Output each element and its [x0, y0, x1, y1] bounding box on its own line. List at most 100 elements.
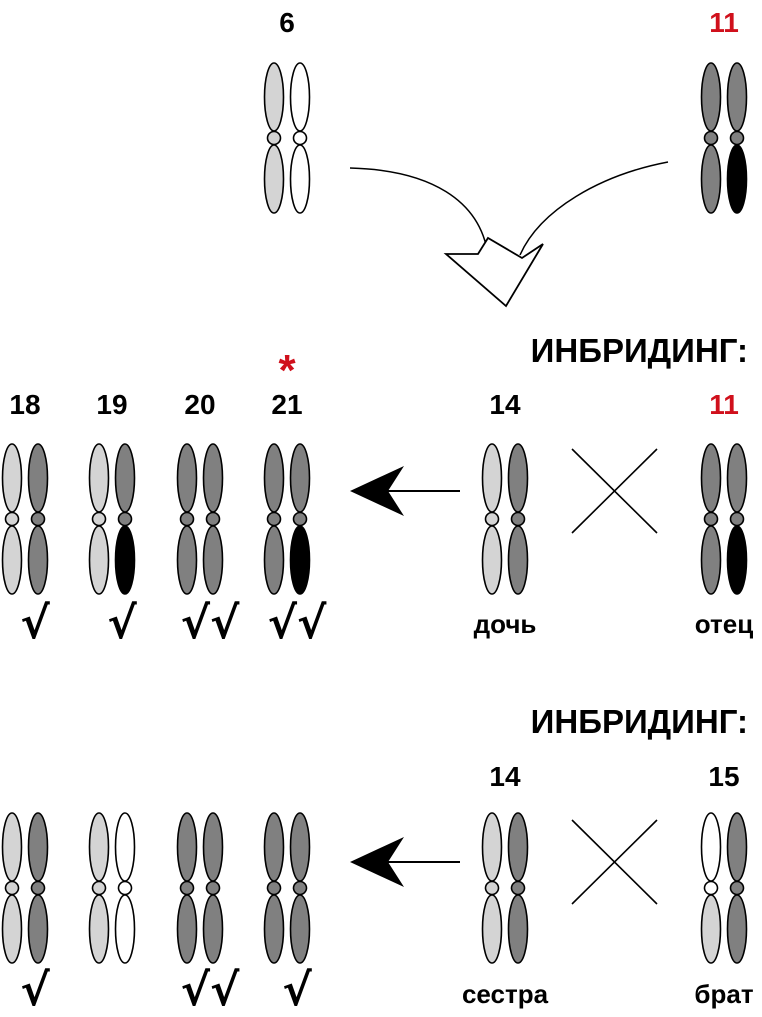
- chromosome-arm-bottom: [726, 144, 748, 214]
- chromosome-arm-bottom: [507, 525, 529, 595]
- result-arrow-1: [350, 466, 460, 516]
- centromere: [266, 511, 282, 527]
- chromosome-arm-bottom: [27, 525, 49, 595]
- chromosome-left: [1, 443, 23, 595]
- centromere: [30, 880, 46, 896]
- centromere: [266, 130, 282, 146]
- chromosome-left: [263, 443, 285, 595]
- cross-sign-1: [571, 448, 658, 534]
- chromosome-arm-top: [202, 812, 224, 882]
- offspring-number-18: 18: [9, 389, 40, 420]
- chromosome-arm-bottom: [1, 525, 23, 595]
- chromosome-left: [88, 443, 110, 595]
- centromere: [484, 511, 500, 527]
- centromere: [4, 511, 20, 527]
- chromosome-pair-parent-11: [700, 62, 748, 214]
- centromere: [703, 880, 719, 896]
- chromosome-pair-parent-6: [263, 62, 311, 214]
- chromosome-arm-bottom: [176, 525, 198, 595]
- checkmark: √√: [181, 965, 240, 1016]
- chromosome-pair-sister: [481, 812, 529, 964]
- chromosome-arm-top: [27, 812, 49, 882]
- centromere: [266, 880, 282, 896]
- asterisk-mark: *: [278, 346, 296, 395]
- chromosome-arm-top: [289, 62, 311, 132]
- chromosome-pair-offspring-row2-1: [1, 812, 49, 964]
- centromere: [703, 130, 719, 146]
- chromosome-left: [263, 62, 285, 214]
- chromosome-pair-offspring-20: [176, 443, 224, 595]
- chromosome-arm-top: [481, 812, 503, 882]
- centromere: [117, 880, 133, 896]
- chromosome-arm-bottom: [263, 894, 285, 964]
- chromosome-arm-bottom: [176, 894, 198, 964]
- chromosome-pair-father: [700, 443, 748, 595]
- chromosome-right: [202, 812, 224, 964]
- chromosome-left: [700, 812, 722, 964]
- centromere: [292, 880, 308, 896]
- checkmark: √: [107, 598, 137, 649]
- chromosome-pair-offspring-18: [1, 443, 49, 595]
- curve-right: [519, 161, 669, 256]
- chromosome-right: [507, 812, 529, 964]
- chromosome-arm-bottom: [289, 894, 311, 964]
- chromosome-arm-top: [88, 812, 110, 882]
- daughter-number: 14: [489, 389, 521, 420]
- chromosome-arm-bottom: [263, 144, 285, 214]
- chromosome-arm-bottom: [114, 894, 136, 964]
- centromere: [205, 511, 221, 527]
- chromosome-arm-bottom: [263, 525, 285, 595]
- centromere: [30, 511, 46, 527]
- sister-number: 14: [489, 761, 521, 792]
- chromosome-arm-bottom: [202, 525, 224, 595]
- chromosome-pair-offspring-row2-4: [263, 812, 311, 964]
- chromosome-right: [289, 62, 311, 214]
- inbreeding-title-2: ИНБРИДИНГ:: [531, 703, 748, 740]
- chromosome-arm-top: [27, 443, 49, 513]
- chromosome-arm-top: [176, 812, 198, 882]
- chromosome-left: [481, 812, 503, 964]
- chromosome-right: [726, 443, 748, 595]
- chromosome-left: [700, 443, 722, 595]
- centromere: [510, 880, 526, 896]
- chromosome-right: [202, 443, 224, 595]
- sister-label: сестра: [462, 979, 549, 1009]
- chromosome-left: [700, 62, 722, 214]
- chromosome-pair-offspring-21: [263, 443, 311, 595]
- chromosome-arm-top: [481, 443, 503, 513]
- chromosome-arm-bottom: [507, 894, 529, 964]
- chromosome-arm-bottom: [289, 525, 311, 595]
- centromere: [292, 130, 308, 146]
- chromosome-arm-bottom: [88, 525, 110, 595]
- chromosome-right: [289, 812, 311, 964]
- offspring-number-19: 19: [96, 389, 127, 420]
- chromosome-arm-top: [700, 62, 722, 132]
- merge-arrowhead: [443, 236, 544, 308]
- checkmark: √√: [181, 598, 240, 649]
- chromosome-arm-bottom: [289, 144, 311, 214]
- offspring-number-20: 20: [184, 389, 215, 420]
- centromere: [4, 880, 20, 896]
- chromosome-right: [27, 443, 49, 595]
- centromere: [205, 880, 221, 896]
- chromosome-arm-top: [263, 812, 285, 882]
- offspring-number-21: 21: [271, 389, 302, 420]
- chromosome-right: [726, 62, 748, 214]
- chromosome-left: [176, 443, 198, 595]
- chromosome-arm-top: [88, 443, 110, 513]
- chromosome-pair-daughter: [481, 443, 529, 595]
- chromosome-arm-top: [1, 443, 23, 513]
- row1-checkmarks: √√√√√√: [20, 598, 327, 649]
- chromosome-left: [176, 812, 198, 964]
- chromosome-arm-top: [726, 62, 748, 132]
- chromosome-arm-top: [114, 812, 136, 882]
- checkmark: √: [282, 965, 312, 1016]
- chromosome-left: [481, 443, 503, 595]
- inbreeding-title-1: ИНБРИДИНГ:: [531, 332, 748, 369]
- chromosome-arm-top: [507, 443, 529, 513]
- chromosome-pair-brother: [700, 812, 748, 964]
- chromosome-arm-top: [726, 443, 748, 513]
- checkmark: √: [20, 598, 50, 649]
- father-number: 11: [709, 389, 739, 420]
- centromere: [510, 511, 526, 527]
